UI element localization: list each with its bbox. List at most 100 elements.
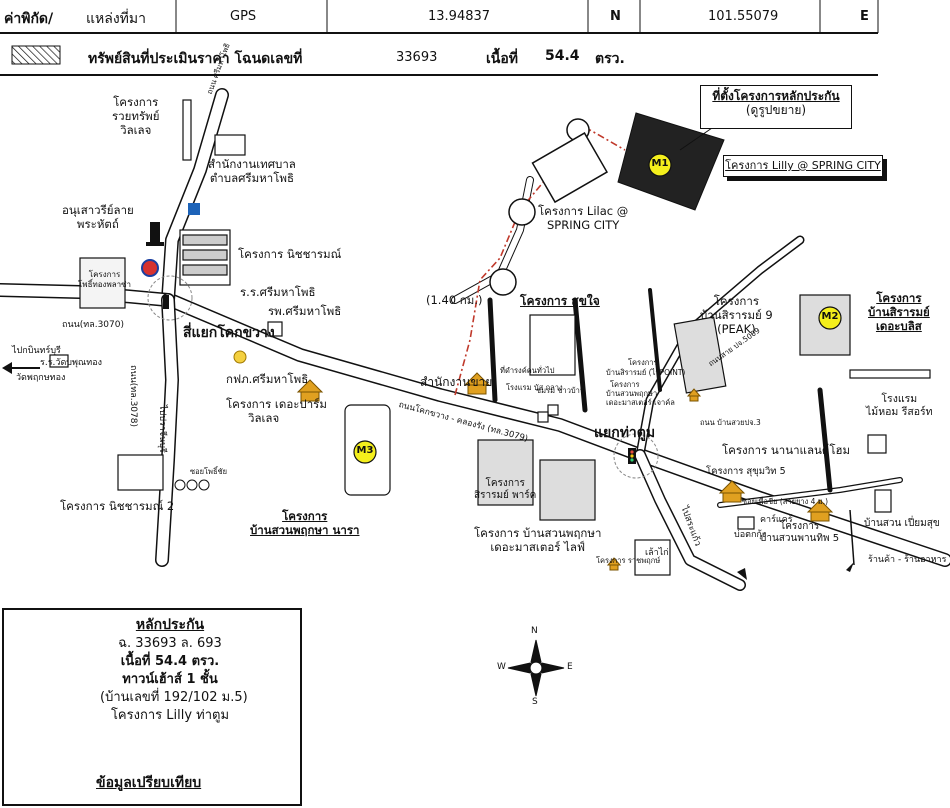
legend-text: หลักประกัน ฉ. 33693 ล. 693 เนื้อที่ 54.4…: [100, 616, 248, 725]
marker-m3-label: M3: [356, 445, 374, 456]
direction-arrows: [2, 362, 855, 580]
label-hospital: รพ.ศรีมหาโพธิ: [268, 304, 342, 318]
label-school: ร.ร.ศรีมหาโพธิ: [240, 285, 316, 299]
collateral-callout-sub: (ดูรูปขยาย): [745, 103, 807, 118]
legend-box: [2, 608, 302, 806]
compass-w: W: [497, 662, 506, 672]
marker-m1: [648, 153, 672, 177]
label-small-14: ซอยโพธิ์ชัย: [190, 467, 228, 476]
gps-label: GPS: [230, 9, 257, 24]
asset-label: ทรัพย์สินที่ประเมินราคา โฉนดเลขที่: [88, 51, 303, 67]
label-phong: โครงการโพธิ์ทองพลาซ่า: [78, 270, 132, 289]
legend-line-5: โครงการ Lilly ท่าตูม: [110, 708, 230, 724]
tatoom-junction-circle: [613, 433, 659, 479]
label-office: สำนักงานขาย: [420, 375, 493, 389]
label-small-7: ถนน บ้านสวยปจ.3: [700, 418, 761, 427]
label-dreamy: โครงการ เดอะปาร์มวิลเลจ: [226, 397, 327, 425]
building-icons: [49, 134, 892, 530]
label-distance: (1.40 กม.): [426, 293, 483, 307]
label-ruay: โครงการรวยทรัพย์วิลเลจ: [112, 95, 160, 137]
label-road-3078: ถนน(ทล.3078): [128, 365, 138, 427]
bangchak-icon: [188, 203, 200, 215]
collateral-callout: ที่ตั้งโครงการหลักประกัน (ดูรูปขยาย): [700, 85, 852, 129]
coord-label: ค่าพิกัด/: [4, 11, 54, 27]
label-suanpan: โครงการบ้านสวนพานทิพ 5: [760, 521, 840, 544]
pea-flower-icon: [233, 350, 247, 364]
label-hotel: โรงแรมไม้หอม รีสอร์ท: [866, 393, 933, 418]
kok-junction-circle: [147, 275, 193, 321]
compass-n: N: [531, 626, 538, 636]
label-to-kabin: ไปกบินทร์บุรี: [12, 346, 61, 356]
label-shop: ร้านค้า - ร้านอาหาร: [868, 555, 947, 565]
legend-marker-text: ข้อมูลเปรียบเทียบ: [96, 775, 202, 791]
label-small-4: บ้านสวนพฤกษา: [606, 389, 658, 398]
label-sarom9: โครงการบ้านสิรารมย์ 9(PEAK): [700, 294, 773, 336]
collateral-callout-title: ที่ตั้งโครงการหลักประกัน: [712, 89, 840, 103]
label-nana: โครงการ นานาแลนด์โฮม: [722, 443, 851, 457]
label-pruksa: โครงการ บ้านสวนพฤกษาเดอะมาสเตอร์ ไลฟ์: [474, 526, 602, 554]
label-small-2: บ้านสิรารมย์ (ไว้POINT): [606, 368, 686, 377]
gas-station-icon: [141, 259, 159, 277]
label-lilac: โครงการ Lilac @SPRING CITY: [538, 204, 629, 232]
housing-blocks: [79, 99, 931, 576]
label-wat: วัดพฤกษทอง: [16, 373, 66, 383]
label-bliss: โครงการบ้านสิรารมย์เดอะบลิส: [868, 291, 930, 333]
label-nuea: บ้านสวน เปี่ยมสุข: [864, 518, 940, 529]
label-chaokai: เล้าไก่: [645, 548, 669, 558]
lilly-callout: โครงการ Lilly @ SPRING CITY: [723, 155, 883, 177]
label-small-12: ชมรม ชาวบ้าน: [536, 386, 586, 395]
marker-m2-label: M2: [821, 311, 839, 322]
label-small-3: โครงการ: [610, 380, 640, 389]
area-unit: ตรว.: [595, 51, 625, 67]
deed-no: 33693: [396, 50, 438, 65]
legend-line-1: ฉ. 33693 ล. 693: [118, 636, 222, 652]
lon-dir: E: [860, 9, 869, 24]
area-value: 54.4: [545, 48, 580, 64]
house-icons: [296, 372, 834, 571]
label-nitcharm-1: โครงการ นิชชารมณ์: [238, 247, 342, 261]
lat-dir: N: [610, 9, 621, 24]
label-monument: อนุเสาวรีย์ลายพระหัตถ์: [62, 203, 134, 231]
label-suan-nara: โครงการ บ้านสวนพฤกษา นารา: [250, 509, 360, 537]
source-label: แหล่งที่มา: [86, 11, 146, 27]
label-school-wat: ร.ร.วัดบพุณทอง: [40, 358, 103, 368]
label-to-prachin: ไปปราจีนบุรี: [157, 405, 167, 453]
label-road-3070: ถนน(ทล.3070): [62, 320, 124, 330]
legend-line-2: เนื้อที่ 54.4 ตรว.: [120, 654, 220, 670]
label-junction-kok: สี่แยกโคกขวาง: [183, 325, 275, 341]
legend-line-4: (บ้านเลขที่ 192/102 ม.5): [100, 690, 248, 706]
lilly-callout-text: โครงการ Lilly @ SPRING CITY: [725, 159, 881, 172]
lat-value: 13.94837: [428, 9, 491, 24]
label-small-13: โครงการ ราชพฤกษ์: [596, 556, 661, 565]
trees-icon: [174, 479, 210, 491]
area-label: เนื้อที่: [486, 51, 518, 67]
marker-m3: [353, 440, 377, 464]
label-bor-kung: บ่อตกกุ้ง: [734, 530, 767, 540]
label-pea: กฟภ.ศรีมหาโพธิ: [226, 372, 309, 386]
label-nitcharm-2: โครงการ นิชชารมณ์ 2: [60, 499, 175, 513]
legend-line-3: ทาวน์เฮ้าส์ 1 ชั้น: [122, 672, 218, 688]
label-small-8: ซอยเพื่อชีย (สายยาง 4 ม.): [742, 497, 829, 506]
label-sukjai: โครงการ สุขใจ: [520, 294, 600, 308]
label-small-9: โรงแรม บัส กลาง: [506, 383, 563, 392]
label-small-10: ที่ดำรงค์คนทั่วไป: [500, 366, 555, 375]
label-carcare: คาร์แคร์: [760, 515, 793, 525]
monument-icon: [146, 222, 164, 246]
roads: [0, 88, 950, 591]
marker-m2: [818, 306, 842, 330]
label-junction-tatoom: แยกท่าตูม: [594, 425, 656, 441]
label-municipal: สำนักงานเทศบาลตำบลศรีมหาโพธิ: [208, 157, 296, 185]
compass-s: S: [532, 697, 538, 707]
lon-value: 101.55079: [708, 9, 779, 24]
marker-m1-label: M1: [651, 158, 669, 169]
header-frame: [0, 0, 879, 76]
legend-title: หลักประกัน: [135, 617, 205, 633]
label-sukhumvit: โครงการ สุขุมวิท 5: [706, 466, 786, 477]
compass-e: E: [567, 662, 573, 672]
lilac-road: [489, 118, 609, 296]
traffic-light-icon: [163, 295, 636, 464]
label-sirarom: โครงการสิรารมย์ พาร์ค: [474, 478, 537, 501]
label-small-5: เดอะมาสเตอร์ เจาค์ล: [606, 398, 675, 407]
label-small-1: โครงการ: [628, 358, 658, 367]
